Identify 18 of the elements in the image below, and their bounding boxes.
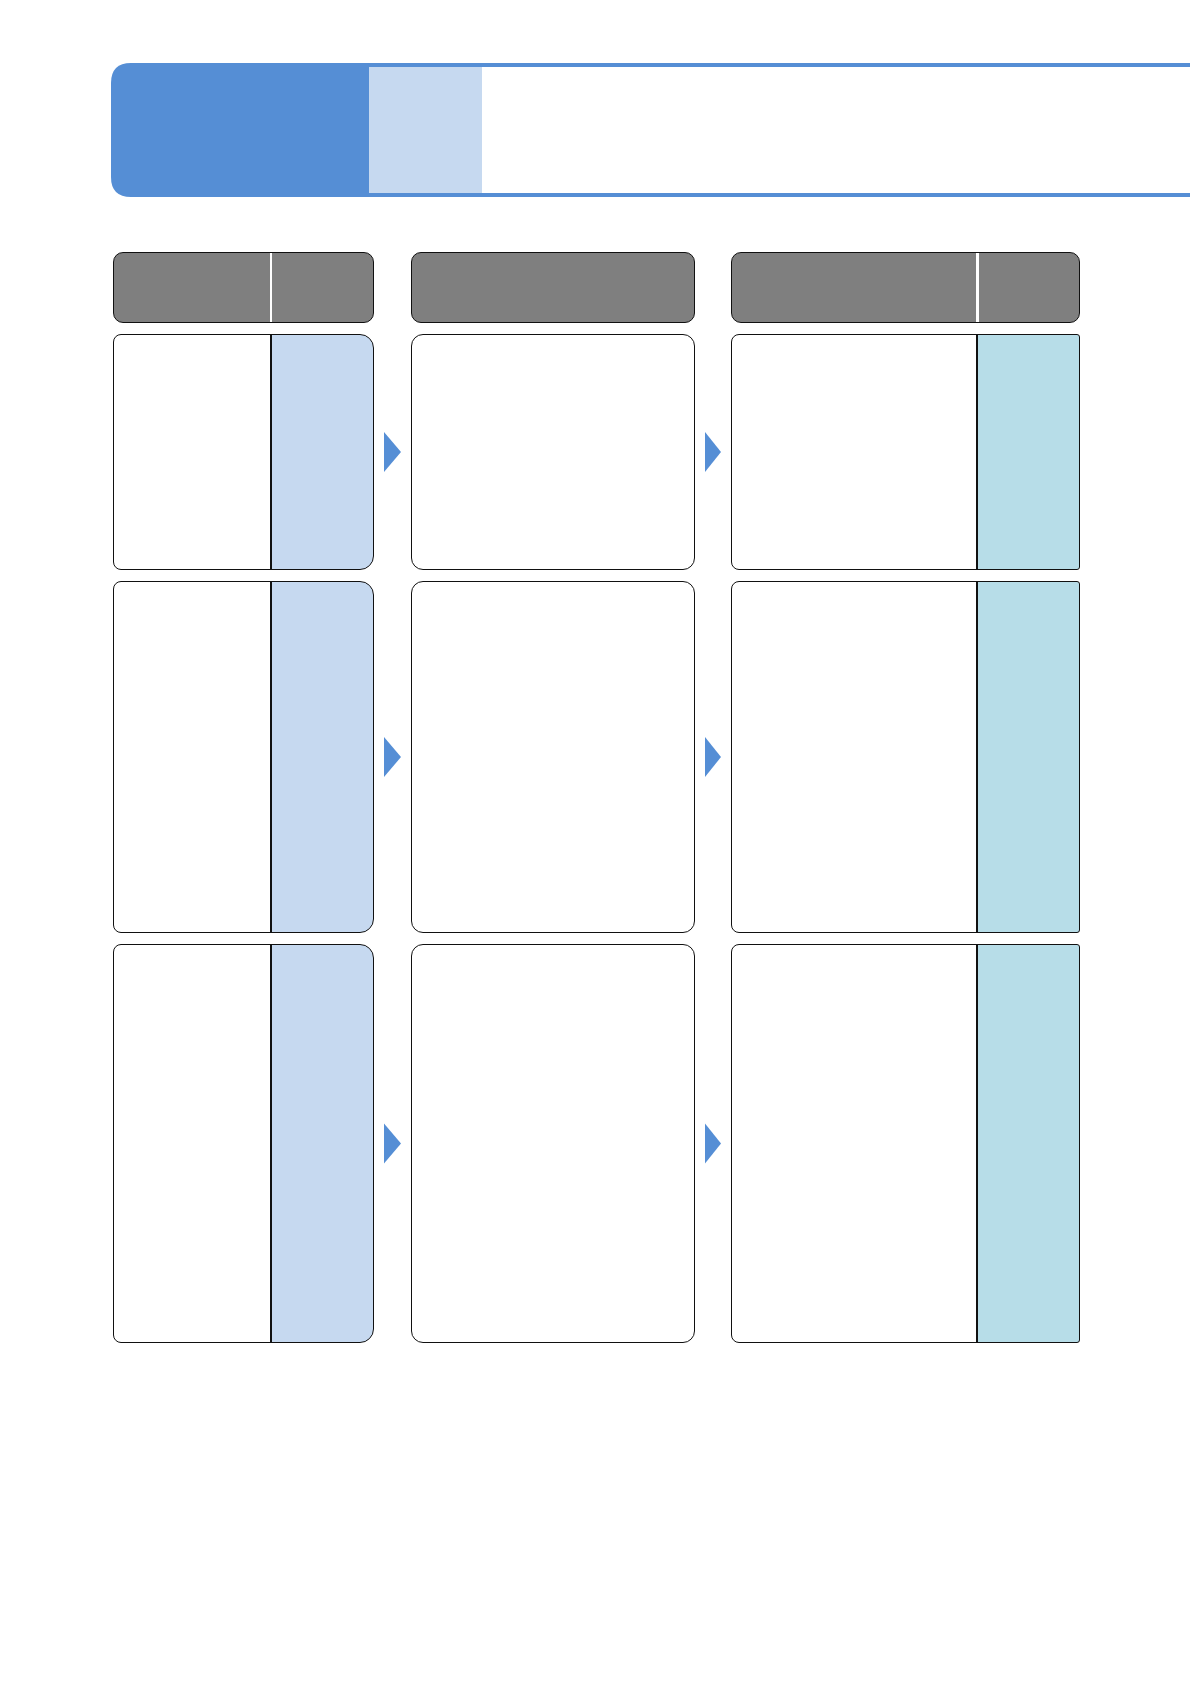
content-box [113, 581, 374, 933]
content-box [731, 944, 1080, 1343]
arrow-triangle [705, 737, 721, 777]
arrow-triangle [705, 432, 721, 472]
content-box [411, 944, 695, 1343]
content-box [731, 581, 1080, 933]
content-box [411, 581, 695, 933]
content-box [731, 334, 1080, 570]
content-box [113, 334, 374, 570]
arrow-triangle [705, 1123, 721, 1164]
column-header-box [411, 252, 695, 323]
content-box [411, 334, 695, 570]
column-header-box [113, 252, 374, 323]
column-header-box [731, 252, 1080, 323]
arrow-triangle [384, 432, 401, 472]
arrow-triangle [384, 737, 401, 777]
arrow-triangle [384, 1123, 401, 1164]
content-box [113, 944, 374, 1343]
